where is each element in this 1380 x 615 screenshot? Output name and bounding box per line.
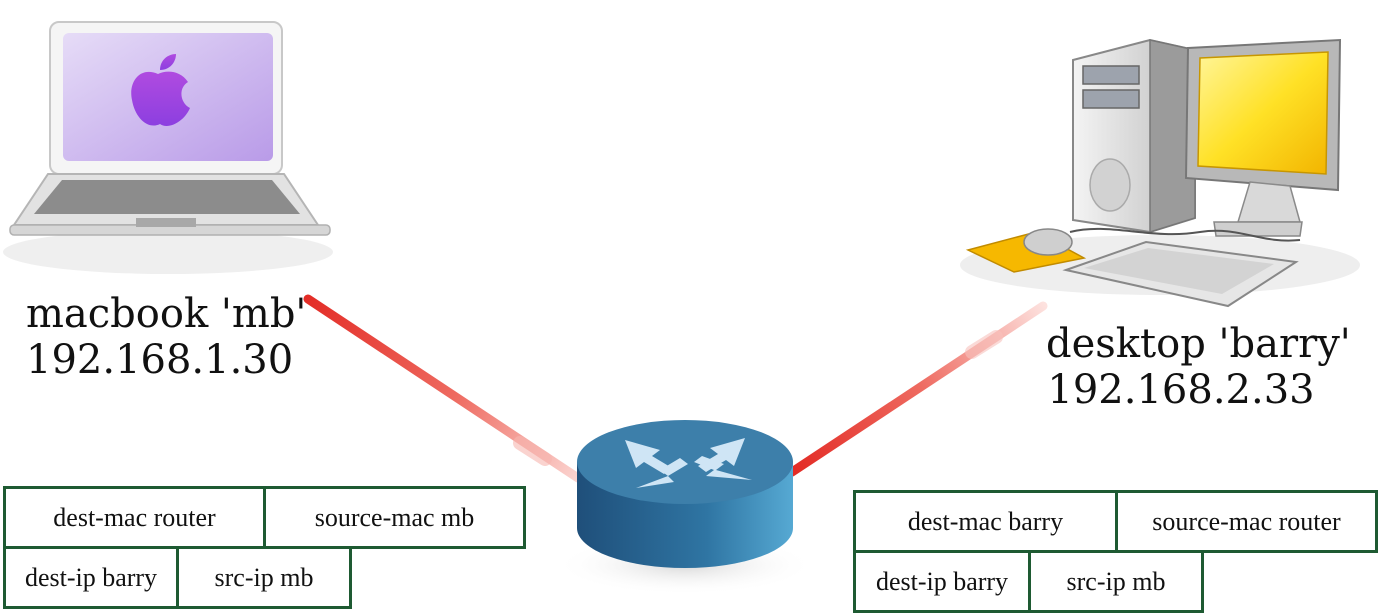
macbook-label: macbook 'mb' 192.168.1.30: [26, 291, 306, 383]
frame-left-source-mac: source-mac mb: [263, 486, 526, 549]
desktop-ip: 192.168.2.33: [1047, 367, 1315, 413]
frame-right-dest-ip: dest-ip barry: [853, 550, 1031, 613]
frame-right-src-ip: src-ip mb: [1028, 550, 1204, 613]
laptop-icon: [3, 21, 333, 274]
link-router-desktop: [787, 301, 1048, 477]
link-macbook-router: [303, 294, 583, 483]
macbook-ip: 192.168.1.30: [26, 337, 294, 383]
frame-left-dest-mac: dest-mac router: [3, 486, 266, 549]
desktop-label: desktop 'barry' 192.168.2.33: [1046, 321, 1351, 413]
frame-right-source-mac: source-mac router: [1115, 490, 1378, 553]
frame-right-dest-mac: dest-mac barry: [853, 490, 1118, 553]
frame-left-src-ip: src-ip mb: [176, 546, 352, 609]
desktop-name: desktop 'barry': [1046, 321, 1351, 367]
macbook-name: macbook 'mb': [26, 291, 307, 337]
frame-left-dest-ip: dest-ip barry: [3, 546, 179, 609]
router-icon: [555, 420, 815, 595]
desktop-computer-icon: [960, 38, 1360, 308]
